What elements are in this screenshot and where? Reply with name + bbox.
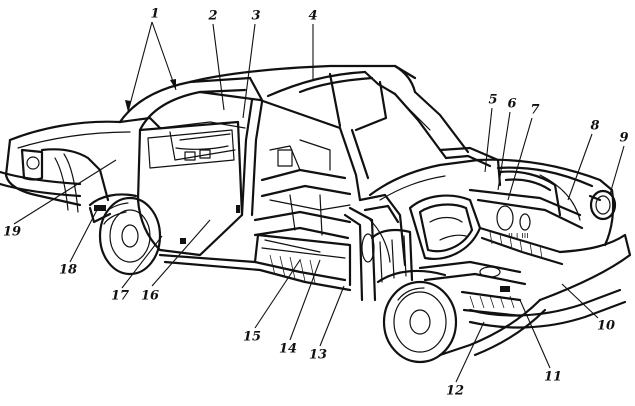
callout-17: 17 [110,288,130,304]
leader-7 [507,117,533,201]
leader-17 [121,235,163,289]
rocker-sill [158,206,377,302]
callout-4: 4 [308,8,318,24]
leader-8 [567,133,593,201]
roof-structure [118,64,470,217]
bolt-marks: ıı ı ııı [508,231,529,241]
callout-19: 19 [2,224,22,240]
callout-12: 12 [445,383,465,399]
callout-8: 8 [590,118,600,134]
front-fender [438,158,632,357]
leader-1a [127,21,153,113]
callout-3: 3 [251,8,261,24]
callout-7: 7 [530,102,540,118]
callout-6: 6 [507,96,517,112]
callout-14: 14 [278,341,298,357]
callout-16: 16 [140,288,160,304]
leader-6 [497,111,511,191]
front-door-opening [358,193,407,267]
leader-11 [519,299,551,369]
callout-1: 1 [150,6,160,22]
callout-9: 9 [619,130,629,146]
leader-12 [455,321,485,383]
callout-5: 5 [488,92,498,108]
leader-2 [212,23,225,111]
callout-2: 2 [208,8,218,24]
rear-door [136,120,244,257]
front-structure: ıı ı ııı [368,146,584,318]
callout-13: 13 [308,347,328,363]
callout-10: 10 [596,318,616,334]
leader-3 [242,23,256,119]
leader-9 [609,145,625,195]
rear-wheel [88,193,162,276]
leader-13 [319,285,345,347]
front-wheel [370,228,458,364]
leader-19 [13,159,117,225]
callout-11: 11 [543,369,563,385]
callout-18: 18 [58,262,78,278]
leader-14 [289,259,321,341]
leader-16 [151,219,211,287]
interior-floor [159,121,352,253]
callout-15: 15 [242,329,262,345]
leader-1b [151,21,177,91]
leader-5 [484,107,493,173]
leader-10 [561,283,599,319]
leader-18 [69,207,99,263]
leader-15 [254,259,301,329]
leader-lines [13,21,625,383]
